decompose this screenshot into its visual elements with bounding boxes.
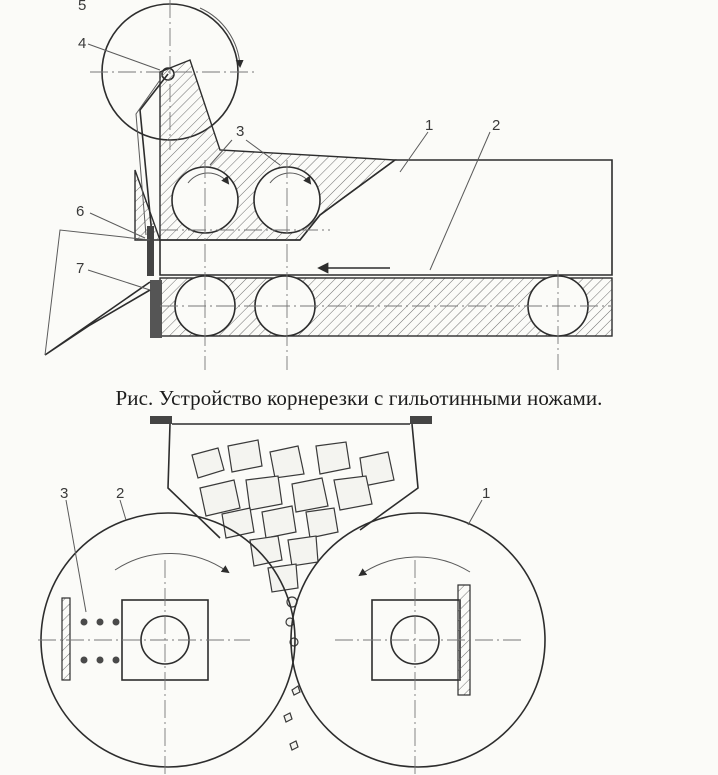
label-top-3: 3 xyxy=(236,123,244,140)
label-top-6: 6 xyxy=(76,203,84,220)
feed-chute xyxy=(159,159,613,276)
hopper-flange-right xyxy=(410,416,432,424)
label-top-1: 1 xyxy=(425,117,433,134)
flywheel-rotation-arrow xyxy=(199,7,244,68)
right-drum-rotation-arrow xyxy=(358,556,471,577)
top-figure: 5 4 3 1 2 6 7 xyxy=(44,0,613,370)
label-bottom-1: 1 xyxy=(482,485,490,502)
figure-caption: Рис. Устройство корнерезки с гильотинным… xyxy=(115,386,603,410)
label-top-2: 2 xyxy=(492,117,500,134)
left-drum-mount xyxy=(61,597,71,681)
label-bottom-3: 3 xyxy=(60,485,68,502)
bottom-figure: 3 2 1 xyxy=(38,416,546,775)
guillotine-knife xyxy=(147,226,154,276)
label-top-5: 5 xyxy=(78,0,86,14)
label-top-4: 4 xyxy=(78,35,86,52)
root-vegetables xyxy=(191,439,395,751)
connecting-rod xyxy=(139,73,169,236)
right-drum xyxy=(290,512,546,768)
knife-support xyxy=(150,280,162,338)
discharge-tray xyxy=(44,281,151,356)
hopper xyxy=(167,423,419,539)
label-top-7: 7 xyxy=(76,260,84,277)
left-drum-rotation-arrow xyxy=(114,553,230,574)
label-bottom-2: 2 xyxy=(116,485,124,502)
knife-bolts xyxy=(80,618,120,664)
hopper-flange-left xyxy=(150,416,172,424)
